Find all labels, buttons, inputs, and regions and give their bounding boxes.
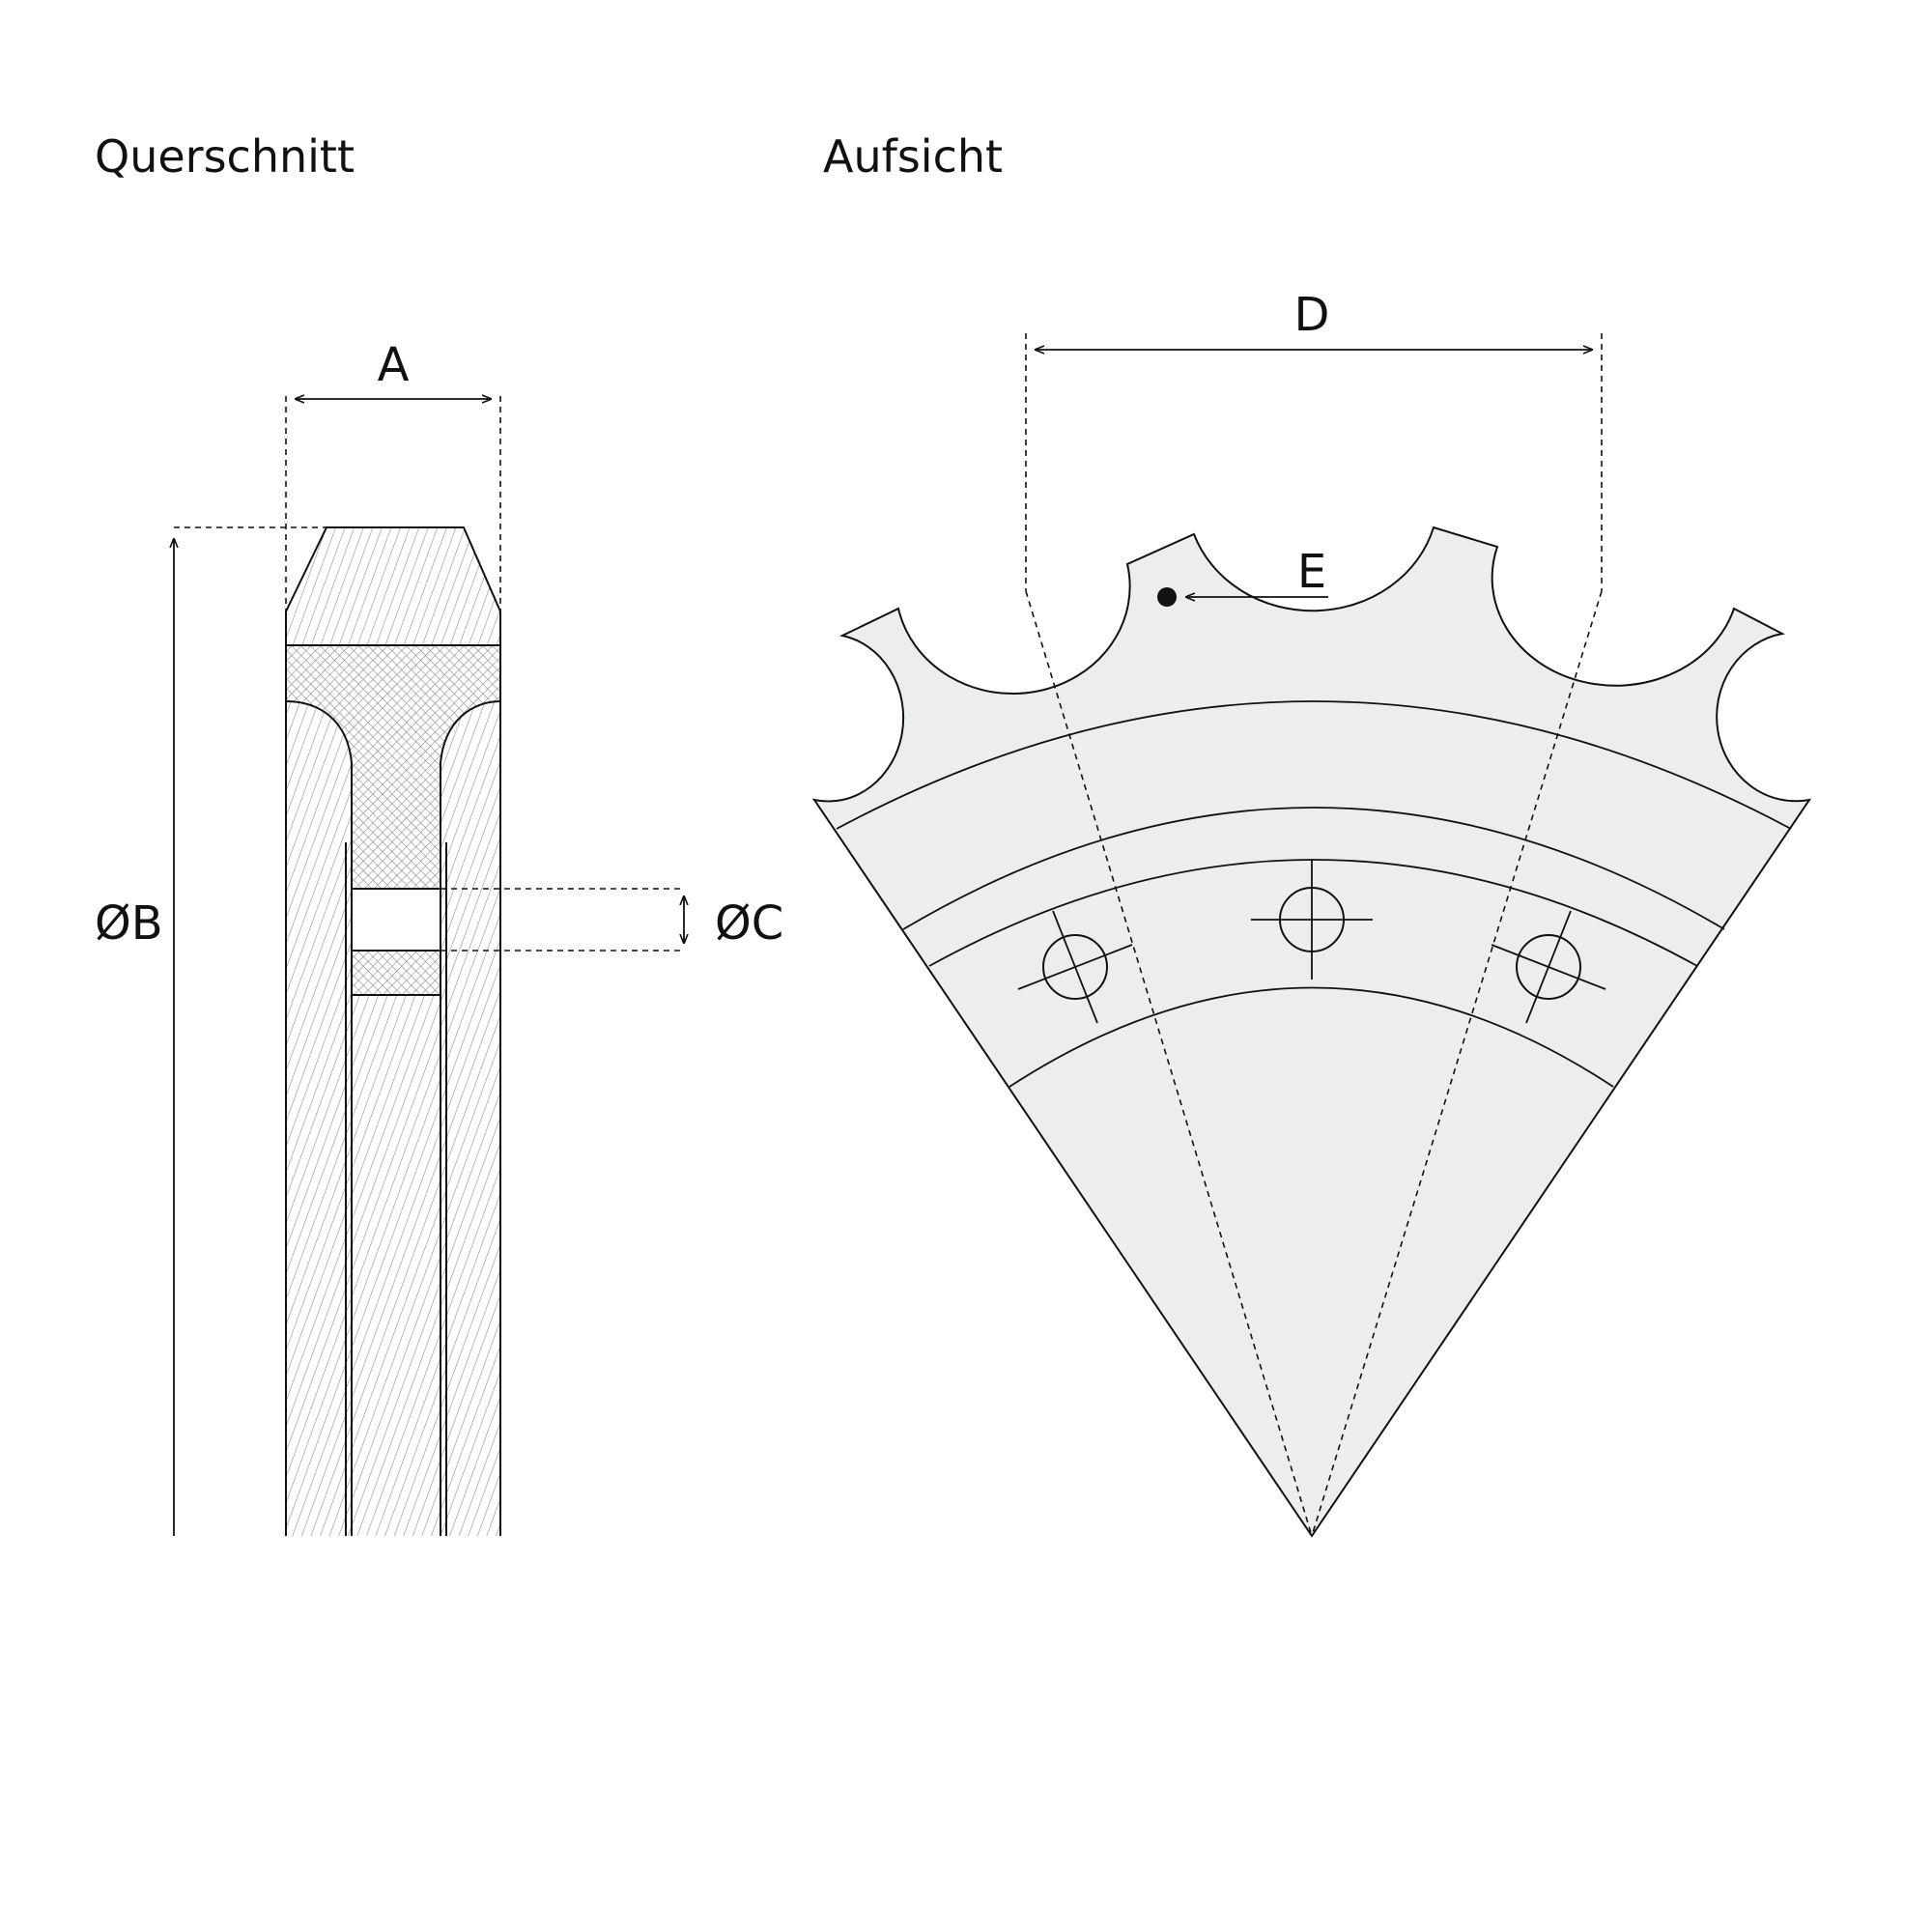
- mounting-hole-center: [1251, 860, 1373, 980]
- dimension-b-label: ØB: [95, 896, 163, 951]
- dimension-e-label: E: [1297, 545, 1326, 599]
- saw-blade-sector: [811, 526, 1812, 1538]
- dimension-d-label: D: [1294, 288, 1330, 342]
- dimension-a-label: A: [378, 338, 410, 392]
- mounting-hole-left: [1017, 910, 1133, 1024]
- dimension-e-point: [1157, 587, 1177, 607]
- cross-section-view: A ØB ØC: [95, 338, 783, 1536]
- cross-section-hole: [351, 888, 441, 952]
- top-view-title: Aufsicht: [823, 130, 1003, 183]
- mounting-hole-right: [1491, 910, 1606, 1024]
- top-view: D E: [811, 288, 1812, 1538]
- cross-section-outline: [285, 526, 501, 1536]
- dimension-c-label: ØC: [715, 896, 783, 951]
- cross-section-title: Querschnitt: [95, 130, 355, 183]
